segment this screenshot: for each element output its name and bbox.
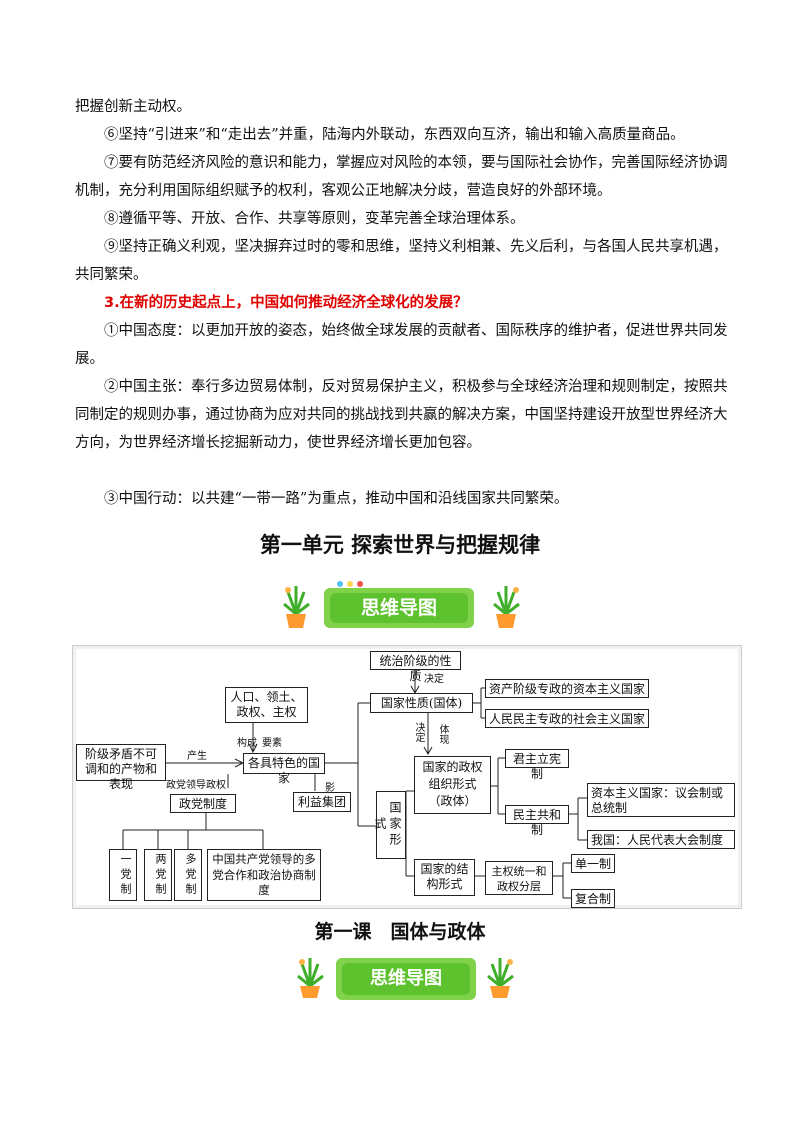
box-regime-organization: 国家的政权组织形式（政体） (414, 756, 491, 814)
paragraph-point-6: ⑥坚持“引进来”和“走出去”并重，陆海内外联动，东西双向互济，输出和输入高质量商… (104, 127, 685, 143)
box-socialist-state: 人民民主专政的社会主义国家 (485, 709, 649, 728)
box-interest-groups: 利益集团 (293, 792, 351, 812)
paragraph-point-8: ⑧遵循平等、开放、合作、共享等原则，变革完善全球治理体系。 (104, 211, 525, 227)
concept-diagram: 统治阶级的性质 决定 国家性质(国体) 资产阶级专政的资本主义国家 人民民主专政… (72, 645, 742, 909)
box-cpc-multi-party: 中国共产党领导的多党合作和政治协商制度 (207, 849, 321, 901)
box-unitary: 单一制 (571, 854, 615, 873)
mind-map-badge: 思维导图 (278, 576, 523, 634)
box-distinctive-countries: 各具特色的国家 (243, 753, 325, 785)
box-capitalist-parliament: 资本主义国家：议会制或总统制 (587, 783, 735, 817)
label-element: 要素 (262, 738, 282, 749)
badge-label: 思维导图 (330, 593, 468, 623)
label-embody: 体现 (437, 724, 448, 744)
box-state-structure: 国家的结构形式 (414, 859, 475, 896)
potted-plant-icon-lesson (297, 958, 514, 998)
box-class-contradiction: 阶级矛盾不可调和的产物和表现 (76, 744, 166, 791)
box-one-party: 一党制 (109, 849, 137, 901)
box-multi-party: 多党制 (174, 849, 202, 901)
box-two-party: 两党制 (144, 849, 172, 901)
box-state-elements: 人口、领土、政权、主权 (225, 687, 308, 723)
box-federal: 复合制 (571, 889, 615, 908)
question-heading: 3.在新的历史起点上，中国如何推动经济全球化的发展？ (104, 295, 468, 311)
box-ruling-class-nature: 统治阶级的性质 (370, 651, 461, 683)
paragraph-continuation: 把握创新主动权。 (75, 99, 191, 115)
connector-lines (122, 669, 587, 899)
potted-plant-icon (283, 581, 520, 628)
box-peoples-congress: 我国：人民代表大会制度 (587, 830, 735, 849)
answer-attitude: ①中国态度：以更加开放的姿态，始终做全球发展的贡献者、国际秩序的维护者，促进世界… (75, 323, 728, 367)
paragraph-point-7: ⑦要有防范经济风险的意识和能力，掌握应对风险的本领，要与国际社会协作，完善国际经… (75, 155, 728, 199)
box-sovereignty-layering: 主权统一和政权分层 (485, 861, 553, 895)
badge-label-lesson: 思维导图 (342, 963, 470, 995)
label-produce: 产生 (187, 751, 207, 762)
mind-map-badge-lesson: 思维导图 (290, 950, 520, 1004)
box-party-system: 政党制度 (170, 794, 236, 813)
unit-title: 第一单元 探索世界与把握规律 (259, 533, 541, 557)
box-democratic-republic: 民主共和制 (505, 805, 569, 837)
box-state-form: 国家形式 (373, 791, 406, 859)
label-decide-top: 决定 (424, 674, 444, 685)
box-state-nature: 国家性质(国体) (370, 693, 473, 713)
box-capitalist-state: 资产阶级专政的资本主义国家 (485, 679, 649, 698)
label-party-lead: 政党领导政权 (166, 780, 226, 791)
label-decide-regime: 决定 (413, 722, 424, 742)
paragraph-point-9: ⑨坚持正确义利观，坚决摒弃过时的零和思维，坚持义利相兼、先义后利，与各国人民共享… (75, 239, 728, 283)
lesson-title: 第一课 国体与政体 (314, 921, 486, 943)
box-constitutional-monarchy: 君主立宪制 (505, 749, 569, 781)
label-compose: 构成 (237, 738, 257, 749)
answer-action: ③中国行动：以共建“一带一路”为重点，推动中国和沿线国家共同繁荣。 (104, 491, 569, 507)
answer-proposition: ②中国主张：奉行多边贸易体制，反对贸易保护主义，积极参与全球经济治理和规则制定，… (75, 379, 728, 451)
